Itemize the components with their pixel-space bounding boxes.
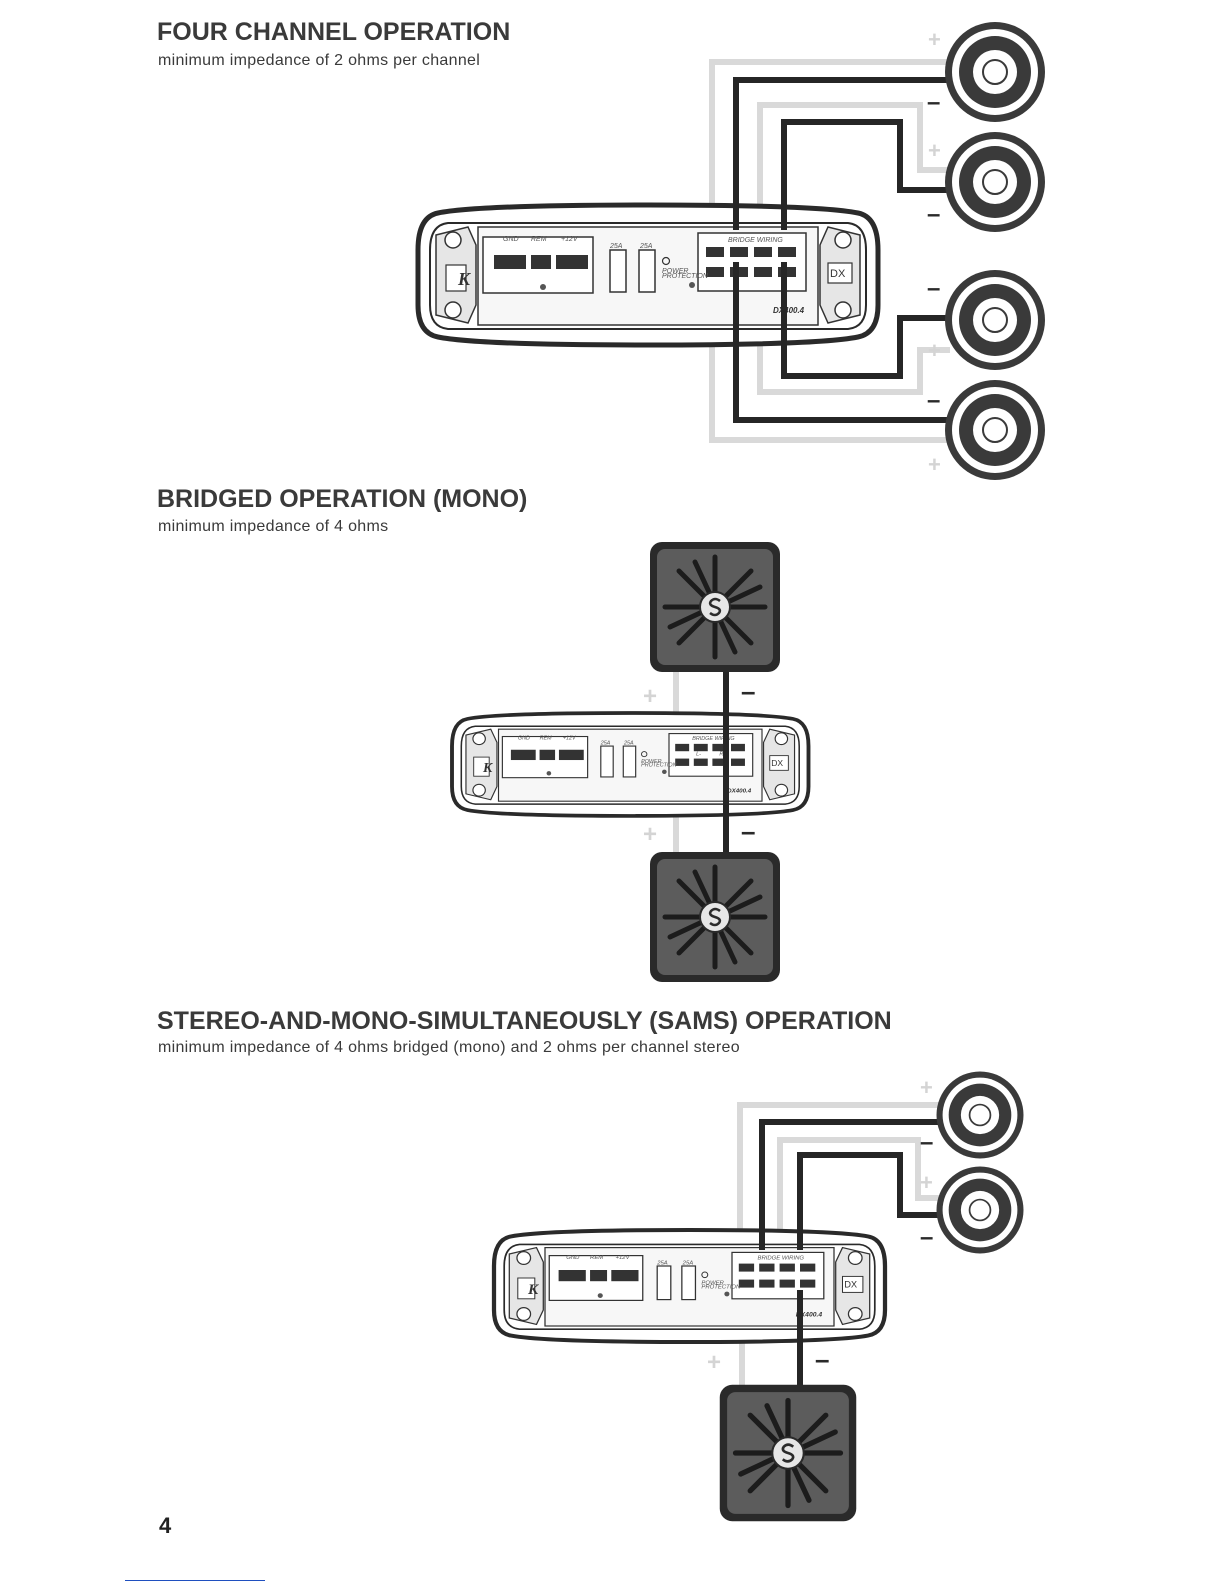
- minus-mark: –: [741, 816, 755, 846]
- minus-mark: –: [927, 275, 940, 302]
- plus-mark: +: [920, 1075, 933, 1100]
- power-label: POWER: [662, 268, 688, 275]
- section-title-bridged: BRIDGED OPERATION (MONO): [157, 485, 528, 513]
- gnd-label: GND: [518, 736, 530, 742]
- plus-mark: +: [928, 27, 941, 52]
- fuse-label: 25A: [623, 741, 634, 747]
- fuse-label: 25A: [600, 741, 611, 747]
- amplifier: GND REM +12V 25A 25A POWER PROTECTION BR…: [418, 205, 878, 345]
- round-speaker-icon: [935, 1070, 1025, 1160]
- v12-label: +12V: [561, 236, 579, 243]
- fuse-label: 25A: [609, 243, 623, 250]
- rem-label: REM: [590, 1255, 603, 1261]
- round-speaker-icon: [944, 21, 1046, 123]
- plus-mark: +: [928, 338, 941, 363]
- amplifier: GND REM +12V 25A 25A POWER PROTECTION BR…: [494, 1230, 885, 1342]
- minus-mark: –: [927, 201, 940, 228]
- protection-label: PROTECTION: [662, 273, 709, 280]
- round-speaker-icon: [944, 131, 1046, 233]
- minus-mark: –: [927, 89, 940, 116]
- positive-wires: [709, 59, 950, 443]
- l-minus-label: L-: [696, 752, 701, 758]
- minus-mark: –: [920, 1224, 933, 1251]
- page-number: 4: [159, 1513, 172, 1538]
- section-subtitle-four-channel: minimum impedance of 2 ohms per channel: [158, 52, 481, 69]
- plus-mark: +: [928, 452, 941, 477]
- bridged-diagram: GND REM +12V 25A 25A POWER PROTECTION BR…: [450, 542, 811, 982]
- minus-mark: –: [920, 1129, 933, 1156]
- minus-mark: –: [741, 676, 755, 706]
- bridge-wiring-label: BRIDGE WIRING: [692, 736, 734, 742]
- fuse-label: 25A: [682, 1261, 694, 1267]
- amplifier: GND REM +12V 25A 25A POWER PROTECTION BR…: [450, 711, 811, 818]
- gnd-label: GND: [503, 236, 519, 243]
- model-label: DX400.4: [773, 306, 805, 315]
- plus-mark: +: [920, 1170, 933, 1195]
- v12-label: +12V: [563, 736, 576, 742]
- protection-label: PROTECTION: [701, 1285, 741, 1291]
- four-channel-diagram: GND REM +12V 25A 25A POWER PROTECTION BR…: [418, 21, 1046, 481]
- power-label: POWER: [701, 1281, 723, 1287]
- negative-wires: [759, 1119, 940, 1395]
- rem-label: REM: [531, 236, 547, 243]
- fuse-label: 25A: [656, 1261, 668, 1267]
- fuse-label: 25A: [639, 243, 653, 250]
- section-title-four-channel: FOUR CHANNEL OPERATION: [157, 18, 511, 46]
- model-label: DX400.4: [796, 1312, 823, 1319]
- sams-diagram: GND REM +12V 25A 25A POWER PROTECTION BR…: [494, 1070, 1025, 1522]
- subwoofer-icon: [650, 852, 780, 982]
- v12-label: +12V: [616, 1255, 631, 1261]
- subwoofer-icon: [720, 1385, 857, 1522]
- dx-badge: DX: [830, 268, 846, 280]
- dx-badge: DX: [844, 1280, 857, 1290]
- section-subtitle-bridged: minimum impedance of 4 ohms: [158, 518, 389, 535]
- model-label: DX400.4: [727, 788, 752, 794]
- round-speaker-icon: [944, 379, 1046, 481]
- plus-mark: +: [707, 1349, 721, 1376]
- round-speaker-icon: [944, 269, 1046, 371]
- bottom-rule: [125, 1580, 265, 1581]
- plus-mark: +: [928, 138, 941, 163]
- kicker-logo: K: [457, 269, 472, 289]
- power-label: POWER: [641, 759, 662, 765]
- negative-wires: [733, 77, 950, 423]
- kicker-logo: K: [482, 760, 493, 775]
- bridge-wiring-label: BRIDGE WIRING: [758, 1256, 805, 1262]
- dx-badge: DX: [771, 758, 783, 768]
- minus-mark: –: [815, 1344, 829, 1374]
- rem-label: REM: [540, 736, 553, 742]
- gnd-label: GND: [566, 1255, 579, 1261]
- minus-mark: –: [927, 387, 940, 414]
- kicker-logo: K: [527, 1282, 539, 1298]
- protection-label: PROTECTION: [641, 763, 677, 769]
- round-speaker-icon: [935, 1165, 1025, 1255]
- plus-mark: +: [643, 683, 657, 710]
- plus-mark: +: [643, 821, 657, 848]
- section-subtitle-sams: minimum impedance of 4 ohms bridged (mon…: [158, 1039, 740, 1056]
- subwoofer-icon: [650, 542, 780, 672]
- bridge-wiring-label: BRIDGE WIRING: [728, 237, 783, 244]
- r-plus-label: R+: [719, 752, 726, 758]
- section-title-sams: STEREO-AND-MONO-SIMULTANEOUSLY (SAMS) OP…: [157, 1007, 892, 1035]
